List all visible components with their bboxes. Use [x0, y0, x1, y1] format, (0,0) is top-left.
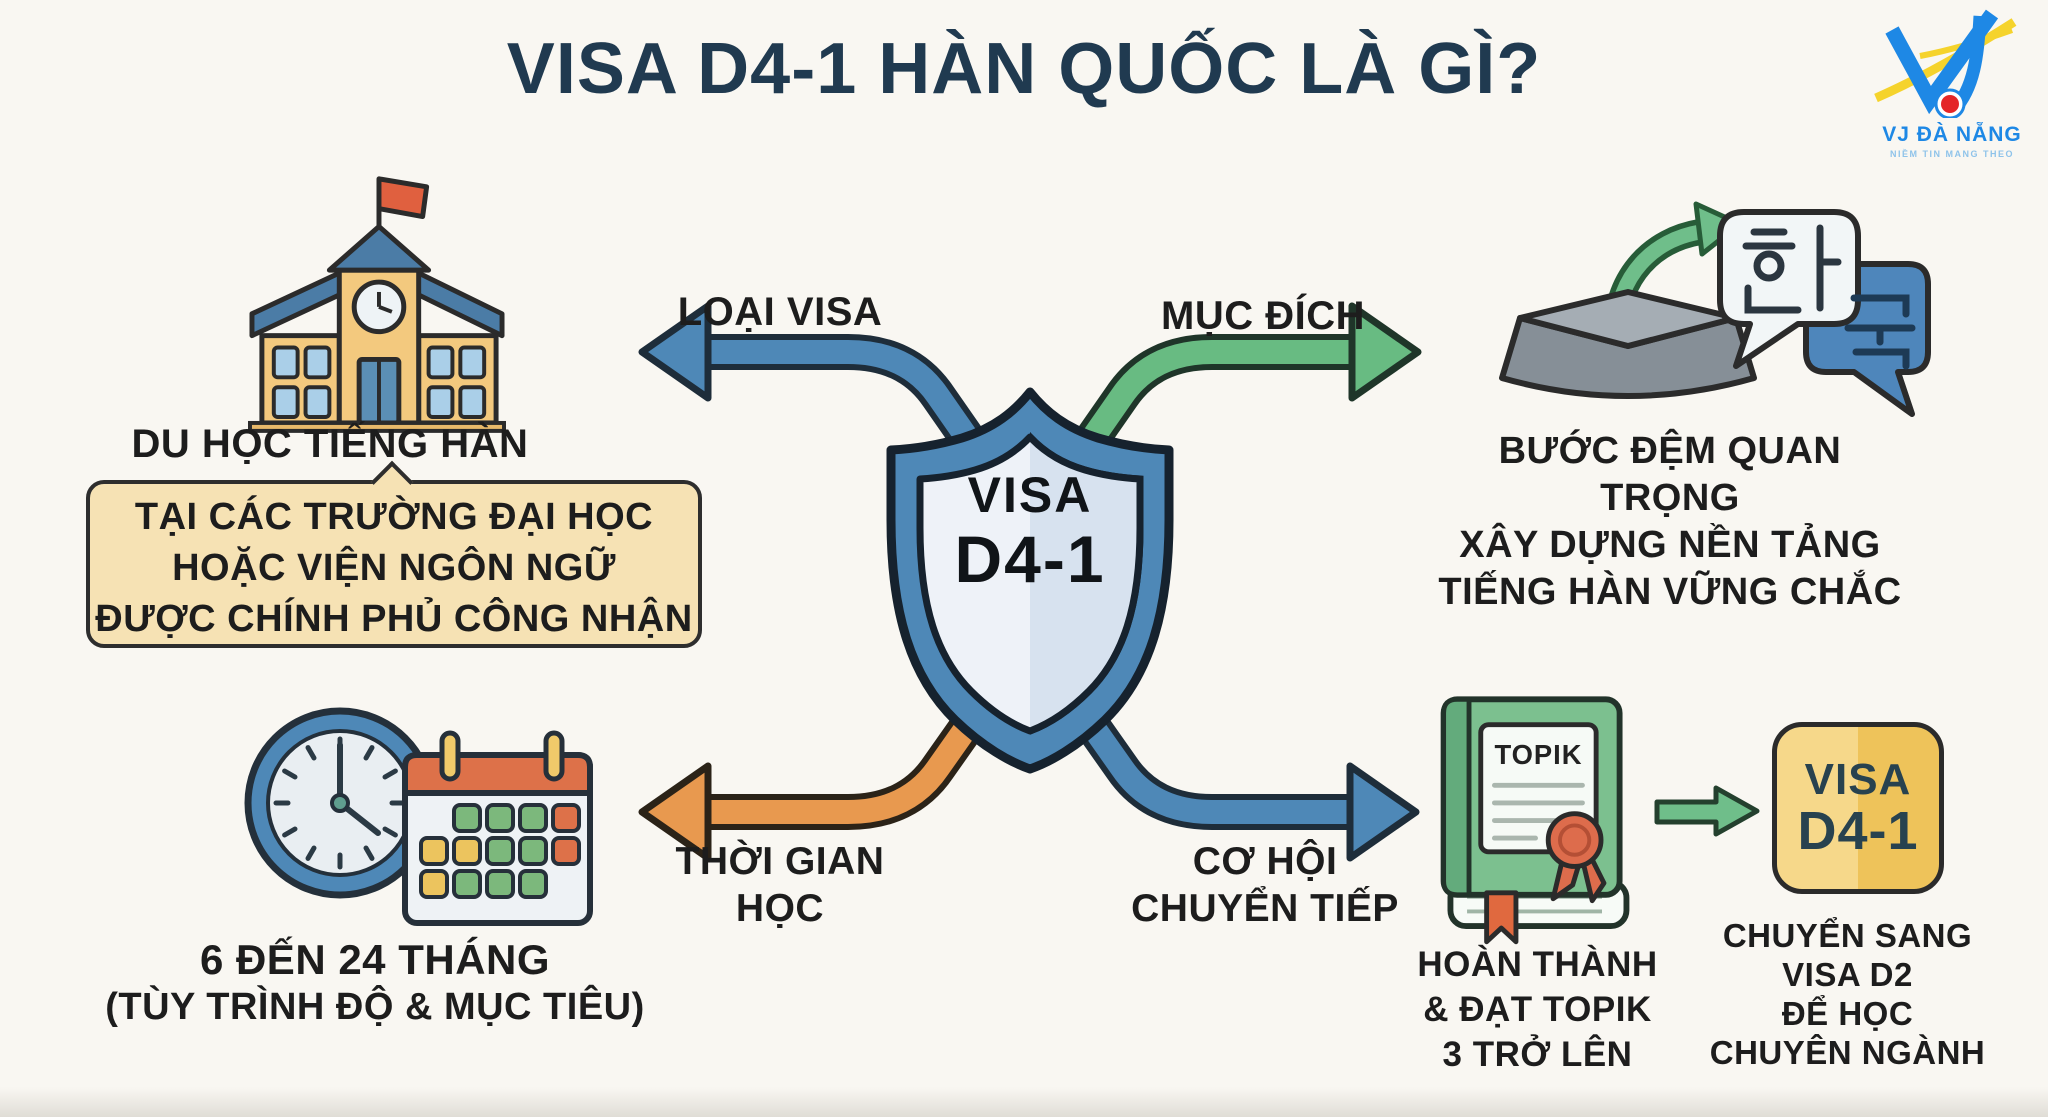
label-loai-visa: LOẠI VISA: [677, 290, 883, 334]
topik-book-label: TOPIK: [1494, 739, 1582, 770]
shield-label-line1: VISA: [967, 467, 1093, 523]
logo-tagline: NIỀM TIN MANG THEO: [1890, 149, 2014, 159]
brand-logo: VJ ĐÀ NẴNG NIỀM TIN MANG THEO: [1862, 6, 2042, 159]
topik-book-icon: TOPIK: [1440, 696, 1630, 945]
arrow-bottom-left-orange: [638, 669, 1015, 862]
badge-line2: D4-1: [1797, 800, 1919, 861]
thoi-gian-caption-line1: 6 ĐẾN 24 THÁNG: [199, 936, 551, 983]
arrow-bottom-right-blue: [1045, 669, 1420, 862]
label-co-hoi-line2: CHUYỂN TIẾP: [1131, 887, 1399, 930]
label-co-hoi-chuyen-tiep: CƠ HỘI CHUYỂN TIẾP: [1105, 838, 1425, 932]
school-building-icon: [248, 176, 506, 433]
co-hoi-caption-line1: HOÀN THÀNH: [1417, 945, 1658, 984]
visa-d41-badge: VISA D4-1: [1772, 722, 1944, 894]
next-step-line4: CHUYÊN NGÀNH: [1709, 1034, 1986, 1071]
shield-icon: [886, 387, 1174, 774]
label-co-hoi-line1: CƠ HỘI: [1192, 840, 1338, 883]
school-info-line2: HOẶC VIỆN NGÔN NGỮ: [172, 547, 616, 589]
rosette-icon: [1545, 811, 1607, 904]
clock-icon: [244, 707, 436, 899]
school-info-text: TẠI CÁC TRƯỜNG ĐẠI HỌC HOẶC VIỆN NGÔN NG…: [86, 492, 702, 645]
next-step-caption: CHUYỂN SANG VISA D2 ĐỂ HỌC CHUYÊN NGÀNH: [1700, 916, 1995, 1072]
label-thoi-gian-line1: THỜI GIAN: [675, 840, 885, 883]
speech-bubble-han-icon: [1717, 209, 1861, 369]
muc-dich-caption-line3: TIẾNG HÀN VỮNG CHẮC: [1438, 571, 1902, 613]
next-step-line2: VISA D2: [1782, 956, 1913, 993]
arrow-top-right-green: [1045, 302, 1422, 496]
heading-du-hoc-tieng-han: DU HỌC TIẾNG HÀN: [131, 422, 529, 466]
co-hoi-caption-line3: 3 TRỞ LÊN: [1442, 1035, 1633, 1074]
label-thoi-gian-hoc: THỜI GIAN HỌC: [640, 838, 920, 932]
muc-dich-caption-line1: BƯỚC ĐỆM QUAN TRỌNG: [1498, 430, 1842, 519]
thoi-gian-caption-line2: (TÙY TRÌNH ĐỘ & MỤC TIÊU): [105, 986, 645, 1028]
next-step-line1: CHUYỂN SANG: [1722, 917, 1973, 954]
logo-name: VJ ĐÀ NẴNG: [1882, 123, 2022, 146]
label-thoi-gian-line2: HỌC: [735, 887, 825, 930]
vj-logo-icon: [1874, 9, 2017, 120]
thoi-gian-caption: 6 ĐẾN 24 THÁNG (TÙY TRÌNH ĐỘ & MỤC TIÊU): [80, 936, 670, 1030]
muc-dich-caption-line2: XÂY DỰNG NỀN TẢNG: [1459, 524, 1881, 566]
calendar-icon: [402, 730, 593, 926]
muc-dich-caption: BƯỚC ĐỆM QUAN TRỌNG XÂY DỰNG NỀN TẢNG TI…: [1435, 428, 1905, 616]
stone-icon: [1499, 289, 1757, 399]
next-step-line3: ĐỂ HỌC: [1781, 995, 1914, 1032]
co-hoi-caption: HOÀN THÀNH & ĐẠT TOPIK 3 TRỞ LÊN: [1395, 942, 1680, 1077]
shield-label: VISA D4-1: [930, 466, 1130, 594]
page-title: VISA D4-1 HÀN QUỐC LÀ GÌ?: [506, 29, 1542, 109]
clock-calendar-icon: [244, 707, 593, 926]
school-info-line1: TẠI CÁC TRƯỜNG ĐẠI HỌC: [134, 496, 654, 538]
school-info-line3: ĐƯỢC CHÍNH PHỦ CÔNG NHẬN: [95, 598, 693, 640]
shield-label-line2: D4-1: [954, 522, 1106, 596]
bottom-vignette: [0, 1087, 2048, 1117]
label-muc-dich: MỤC ĐÍCH: [1161, 294, 1365, 338]
transition-arrow-icon: [1654, 785, 1760, 837]
hangul-guk-glyph: [1844, 294, 1916, 370]
co-hoi-caption-line2: & ĐẠT TOPIK: [1423, 990, 1652, 1029]
stepping-stone-language-icon: [1499, 201, 1931, 417]
school-info-box: [86, 480, 702, 648]
arrow-top-left-blue: [638, 302, 1015, 496]
badge-line1: VISA: [1804, 754, 1912, 804]
hangul-han-glyph: [1742, 224, 1842, 314]
